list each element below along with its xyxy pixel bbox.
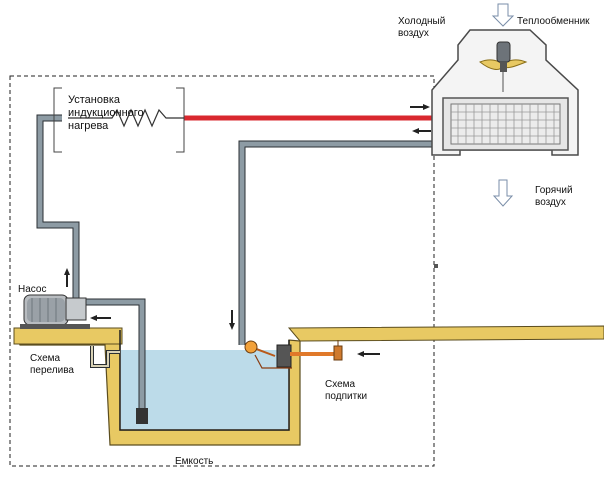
flow-arrow-makeup (357, 351, 380, 357)
heat-exchanger (431, 29, 579, 156)
hot-air-arrow (492, 179, 514, 207)
makeup-scheme-label-line1: Схема (325, 379, 356, 390)
heat-exchanger-label: Теплообменник (517, 16, 590, 27)
left-ground (13, 327, 123, 345)
induction-unit-label-line1: Установка (68, 94, 120, 106)
hot-air-label-line2: воздух (535, 197, 566, 208)
tank-inner-outline (119, 330, 290, 431)
overflow-scheme-label-line1: Схема (30, 353, 61, 364)
cold-air-label: Холодный воздух (398, 16, 445, 40)
cold-air-arrow (491, 3, 515, 27)
flow-arrow-pump-left (90, 315, 111, 321)
ground-line (287, 325, 604, 342)
float-valve (244, 340, 343, 369)
induction-unit (53, 87, 185, 153)
hot-air-label-line1: Горячий (535, 185, 573, 196)
flow-arrow-hot (410, 104, 430, 110)
pipe-to-induction (36, 114, 80, 300)
pump-label: Насос (18, 284, 47, 295)
induction-unit-label: Установка индукционного нагрева (68, 94, 178, 133)
induction-unit-label-line3: нагрева (68, 120, 109, 132)
flow-arrow-return-down (229, 310, 235, 330)
flow-arrow-pump-up (64, 268, 70, 287)
cold-air-label-line2: воздух (398, 28, 429, 39)
makeup-scheme-label-line2: подпитки (325, 391, 368, 402)
cold-air-label-line1: Холодный (398, 16, 446, 27)
hot-air-label: Горячий воздух (535, 185, 573, 209)
overflow-scheme-label: Схема перелива (30, 353, 74, 377)
boundary-marker (434, 264, 438, 268)
return-pipe (238, 140, 438, 345)
tank-label: Емкость (175, 456, 214, 467)
induction-unit-label-line2: индукционного (68, 107, 144, 119)
suction-strainer (136, 408, 148, 424)
overflow-scheme-label-line2: перелива (30, 365, 74, 376)
system-boundary (9, 75, 435, 467)
makeup-scheme-label: Схема подпитки (325, 379, 367, 403)
flow-arrow-return (412, 128, 431, 134)
tank-water (121, 350, 288, 429)
pump (20, 294, 90, 329)
